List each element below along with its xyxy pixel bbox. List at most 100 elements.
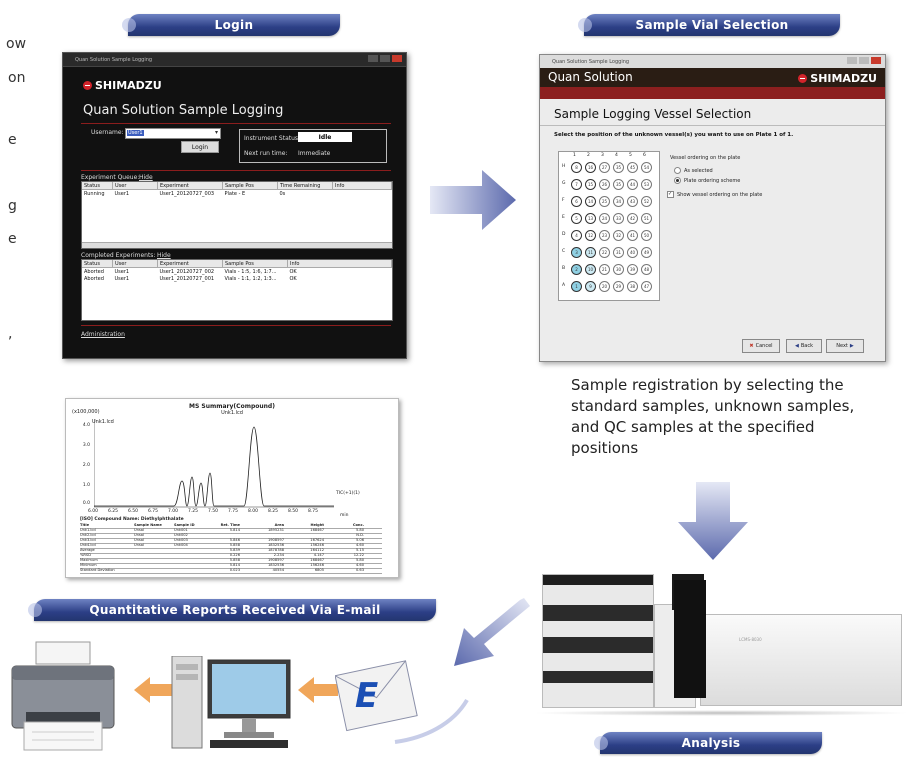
cancel-icon: ✖ [749,343,754,349]
table-cell: Maximum [80,558,98,562]
table-cell: 164112 [310,548,324,552]
plate-well[interactable]: 25 [599,196,610,207]
column-header[interactable]: User [112,182,158,190]
column-header[interactable]: Experiment [157,182,223,190]
next-button[interactable]: Next▶ [826,339,864,353]
plate-well[interactable]: 5 [571,213,582,224]
table-cell: Unk1.lcd [80,528,96,532]
table-cell: 1832536 [267,563,284,567]
radio-as-selected[interactable]: As selected [674,167,713,174]
plate-well[interactable]: 31 [613,247,624,258]
maximize-button[interactable] [380,55,390,62]
plate-well[interactable]: 41 [627,230,638,241]
hplc-panel-label: LCMS-8030 [739,637,762,642]
plate-well[interactable]: 47 [641,281,652,292]
plate-well[interactable]: 50 [641,230,652,241]
cancel-button[interactable]: ✖Cancel [742,339,780,353]
plate-well[interactable]: 16 [585,162,596,173]
maximize-button[interactable] [859,57,869,64]
plate-well[interactable]: 29 [613,281,624,292]
plate-well[interactable]: 11 [585,247,596,258]
table-cell: Unk003 [174,538,188,542]
plate-well[interactable]: 24 [599,213,610,224]
column-header[interactable]: User [112,260,158,268]
next-label: Next [836,343,848,349]
plate-well[interactable]: 27 [599,162,610,173]
back-button[interactable]: ◀Back [786,339,822,353]
plate-well[interactable]: 3 [571,247,582,258]
plate-well[interactable]: 35 [613,162,624,173]
plate-well[interactable]: 20 [599,281,610,292]
show-ordering-checkbox[interactable]: ✓ Show vessel ordering on the plate [667,191,762,198]
column-header[interactable]: Sample Pos [222,182,278,190]
report-table-caption: [ISO] Compound Name: Diethylphthalate [80,517,184,522]
plate-well[interactable]: 8 [571,162,582,173]
plate-well[interactable]: 30 [613,264,624,275]
column-header[interactable]: Status [82,182,113,190]
minimize-button[interactable] [847,57,857,64]
plate-well[interactable]: 1 [571,281,582,292]
plate-well[interactable]: 12 [585,230,596,241]
administration-link[interactable]: Administration [81,331,125,338]
table-row[interactable]: Running User1 User1_20120727_003 Plate -… [82,190,392,198]
quantitative-report: MS Summary(Compound) Unk1.lcd (x100,000)… [65,398,399,578]
table-row[interactable]: Aborted User1 User1_20120727_001 Vials -… [82,275,392,282]
y-tick-label: 0.0 [82,501,90,506]
plate-well[interactable]: 48 [641,264,652,275]
plate-well[interactable]: 10 [585,264,596,275]
plate-well[interactable]: 53 [641,179,652,190]
plate-well[interactable]: 15 [585,179,596,190]
plate-well[interactable]: 38 [627,281,638,292]
plate-well[interactable]: 4 [571,230,582,241]
username-dropdown[interactable]: User1 ▾ [125,128,221,139]
plate-well[interactable]: 39 [627,264,638,275]
radio-label: As selected [684,167,713,174]
column-header[interactable]: Status [82,260,113,268]
table-row[interactable]: Aborted User1 User1_20120727_002 Vials -… [82,268,392,276]
plate-well[interactable]: 51 [641,213,652,224]
table-cell: Vials - 1:5, 1:6, 1:7... [224,268,277,275]
column-header[interactable]: Info [332,182,392,190]
plate-well[interactable]: 6 [571,196,582,207]
table-cell: 1832536 [267,543,284,547]
column-header[interactable]: Time Remaining [277,182,333,190]
plate-well[interactable]: 23 [599,230,610,241]
plate-well[interactable]: 9 [585,281,596,292]
close-button[interactable] [392,55,402,62]
plate-well[interactable]: 26 [599,179,610,190]
plate-well[interactable]: 49 [641,247,652,258]
shimadzu-logo-text: SHIMADZU [810,72,877,85]
plate-well[interactable]: 7 [571,179,582,190]
plate-well[interactable]: 43 [627,196,638,207]
minimize-button[interactable] [368,55,378,62]
plate-well[interactable]: 45 [627,162,638,173]
plate-well[interactable]: 40 [627,247,638,258]
plate-well[interactable]: 33 [613,213,624,224]
plate-well[interactable]: 32 [613,230,624,241]
plate-well[interactable]: 42 [627,213,638,224]
plate-well[interactable]: 22 [599,247,610,258]
login-button[interactable]: Login [181,141,219,153]
queue-hide-link[interactable]: Hide [139,174,153,181]
plate-well[interactable]: 52 [641,196,652,207]
plate-well[interactable]: 34 [613,196,624,207]
completed-hide-link[interactable]: Hide [157,252,171,259]
radio-plate-ordering[interactable]: Plate ordering scheme [674,177,740,184]
column-header[interactable]: Sample Pos [222,260,288,268]
grid-row-letter: E [562,215,565,220]
plate-well[interactable]: 13 [585,213,596,224]
plate-well[interactable]: 14 [585,196,596,207]
horizontal-scrollbar[interactable] [82,242,392,248]
plate-well[interactable]: 2 [571,264,582,275]
column-header[interactable]: Info [287,260,392,268]
close-button[interactable] [871,57,881,64]
plate-well[interactable]: 44 [627,179,638,190]
app-header: Quan Solution SHIMADZU [540,68,885,87]
plate-well[interactable]: 35 [613,179,624,190]
x-tick-label: 7.50 [208,509,219,514]
table-cell: Plate - E [224,190,246,197]
plate-well[interactable]: 21 [599,264,610,275]
plate-well[interactable]: 54 [641,162,652,173]
grid-column-number: 5 [629,153,632,158]
column-header[interactable]: Experiment [157,260,223,268]
